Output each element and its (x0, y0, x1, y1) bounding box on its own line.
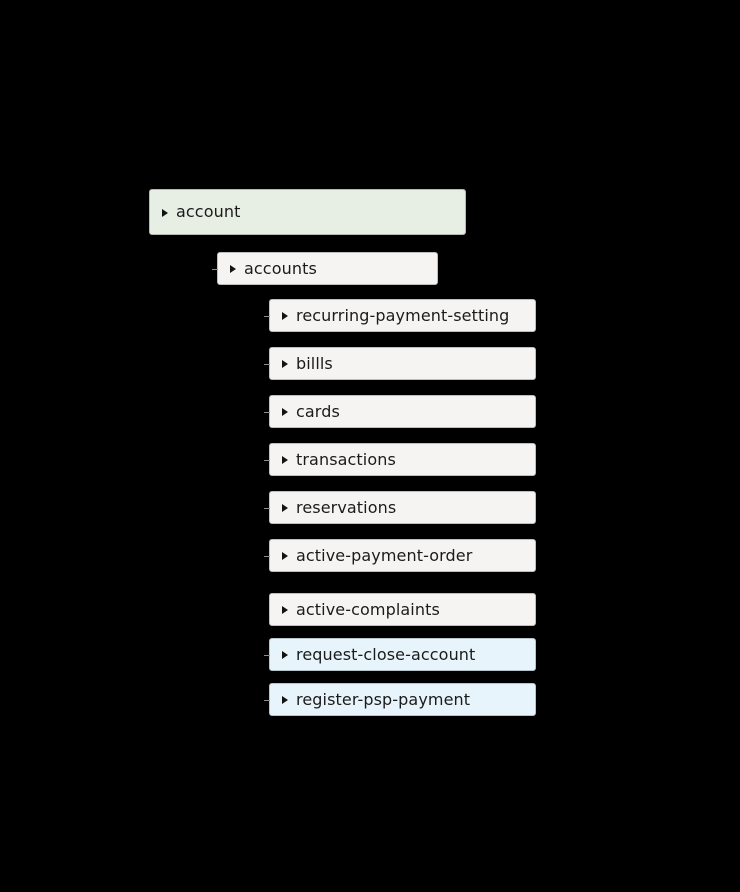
node-label: cards (296, 401, 340, 421)
caret-right-icon[interactable] (228, 264, 238, 274)
tree-node-active-complaints[interactable]: active-complaints (269, 593, 536, 626)
node-label: accounts (244, 258, 317, 278)
node-label: register-psp-payment (296, 689, 471, 709)
caret-right-icon[interactable] (280, 359, 290, 369)
caret-right-icon[interactable] (280, 503, 290, 513)
node-label: active-complaints (296, 599, 440, 619)
node-label: billls (296, 353, 333, 373)
caret-right-icon[interactable] (280, 695, 290, 705)
node-label: active-payment-order (296, 545, 473, 565)
node-label: request-close-account (296, 644, 476, 664)
tree-node-active-payment-order[interactable]: active-payment-order (264, 539, 536, 572)
tree-node-register-psp-payment[interactable]: register-psp-payment (264, 683, 536, 716)
node-label: transactions (296, 449, 396, 469)
node-label: recurring-payment-setting (296, 305, 510, 325)
caret-right-icon[interactable] (280, 605, 290, 615)
caret-right-icon[interactable] (280, 650, 290, 660)
tree-node-reservations[interactable]: reservations (264, 491, 536, 524)
tree-node-transactions[interactable]: transactions (264, 443, 536, 476)
tree-node-request-close-account[interactable]: request-close-account (264, 638, 536, 671)
caret-right-icon[interactable] (280, 551, 290, 561)
tree-node-billls[interactable]: billls (264, 347, 536, 380)
node-label: account (176, 202, 241, 221)
caret-right-icon[interactable] (280, 407, 290, 417)
tree-node-cards[interactable]: cards (264, 395, 536, 428)
node-label: reservations (296, 497, 397, 517)
caret-right-icon[interactable] (160, 207, 170, 217)
tree-node-account[interactable]: account (149, 189, 466, 235)
tree-node-accounts[interactable]: accounts (212, 252, 438, 285)
tree-node-recurring-payment-setting[interactable]: recurring-payment-setting (264, 299, 536, 332)
caret-right-icon[interactable] (280, 311, 290, 321)
caret-right-icon[interactable] (280, 455, 290, 465)
